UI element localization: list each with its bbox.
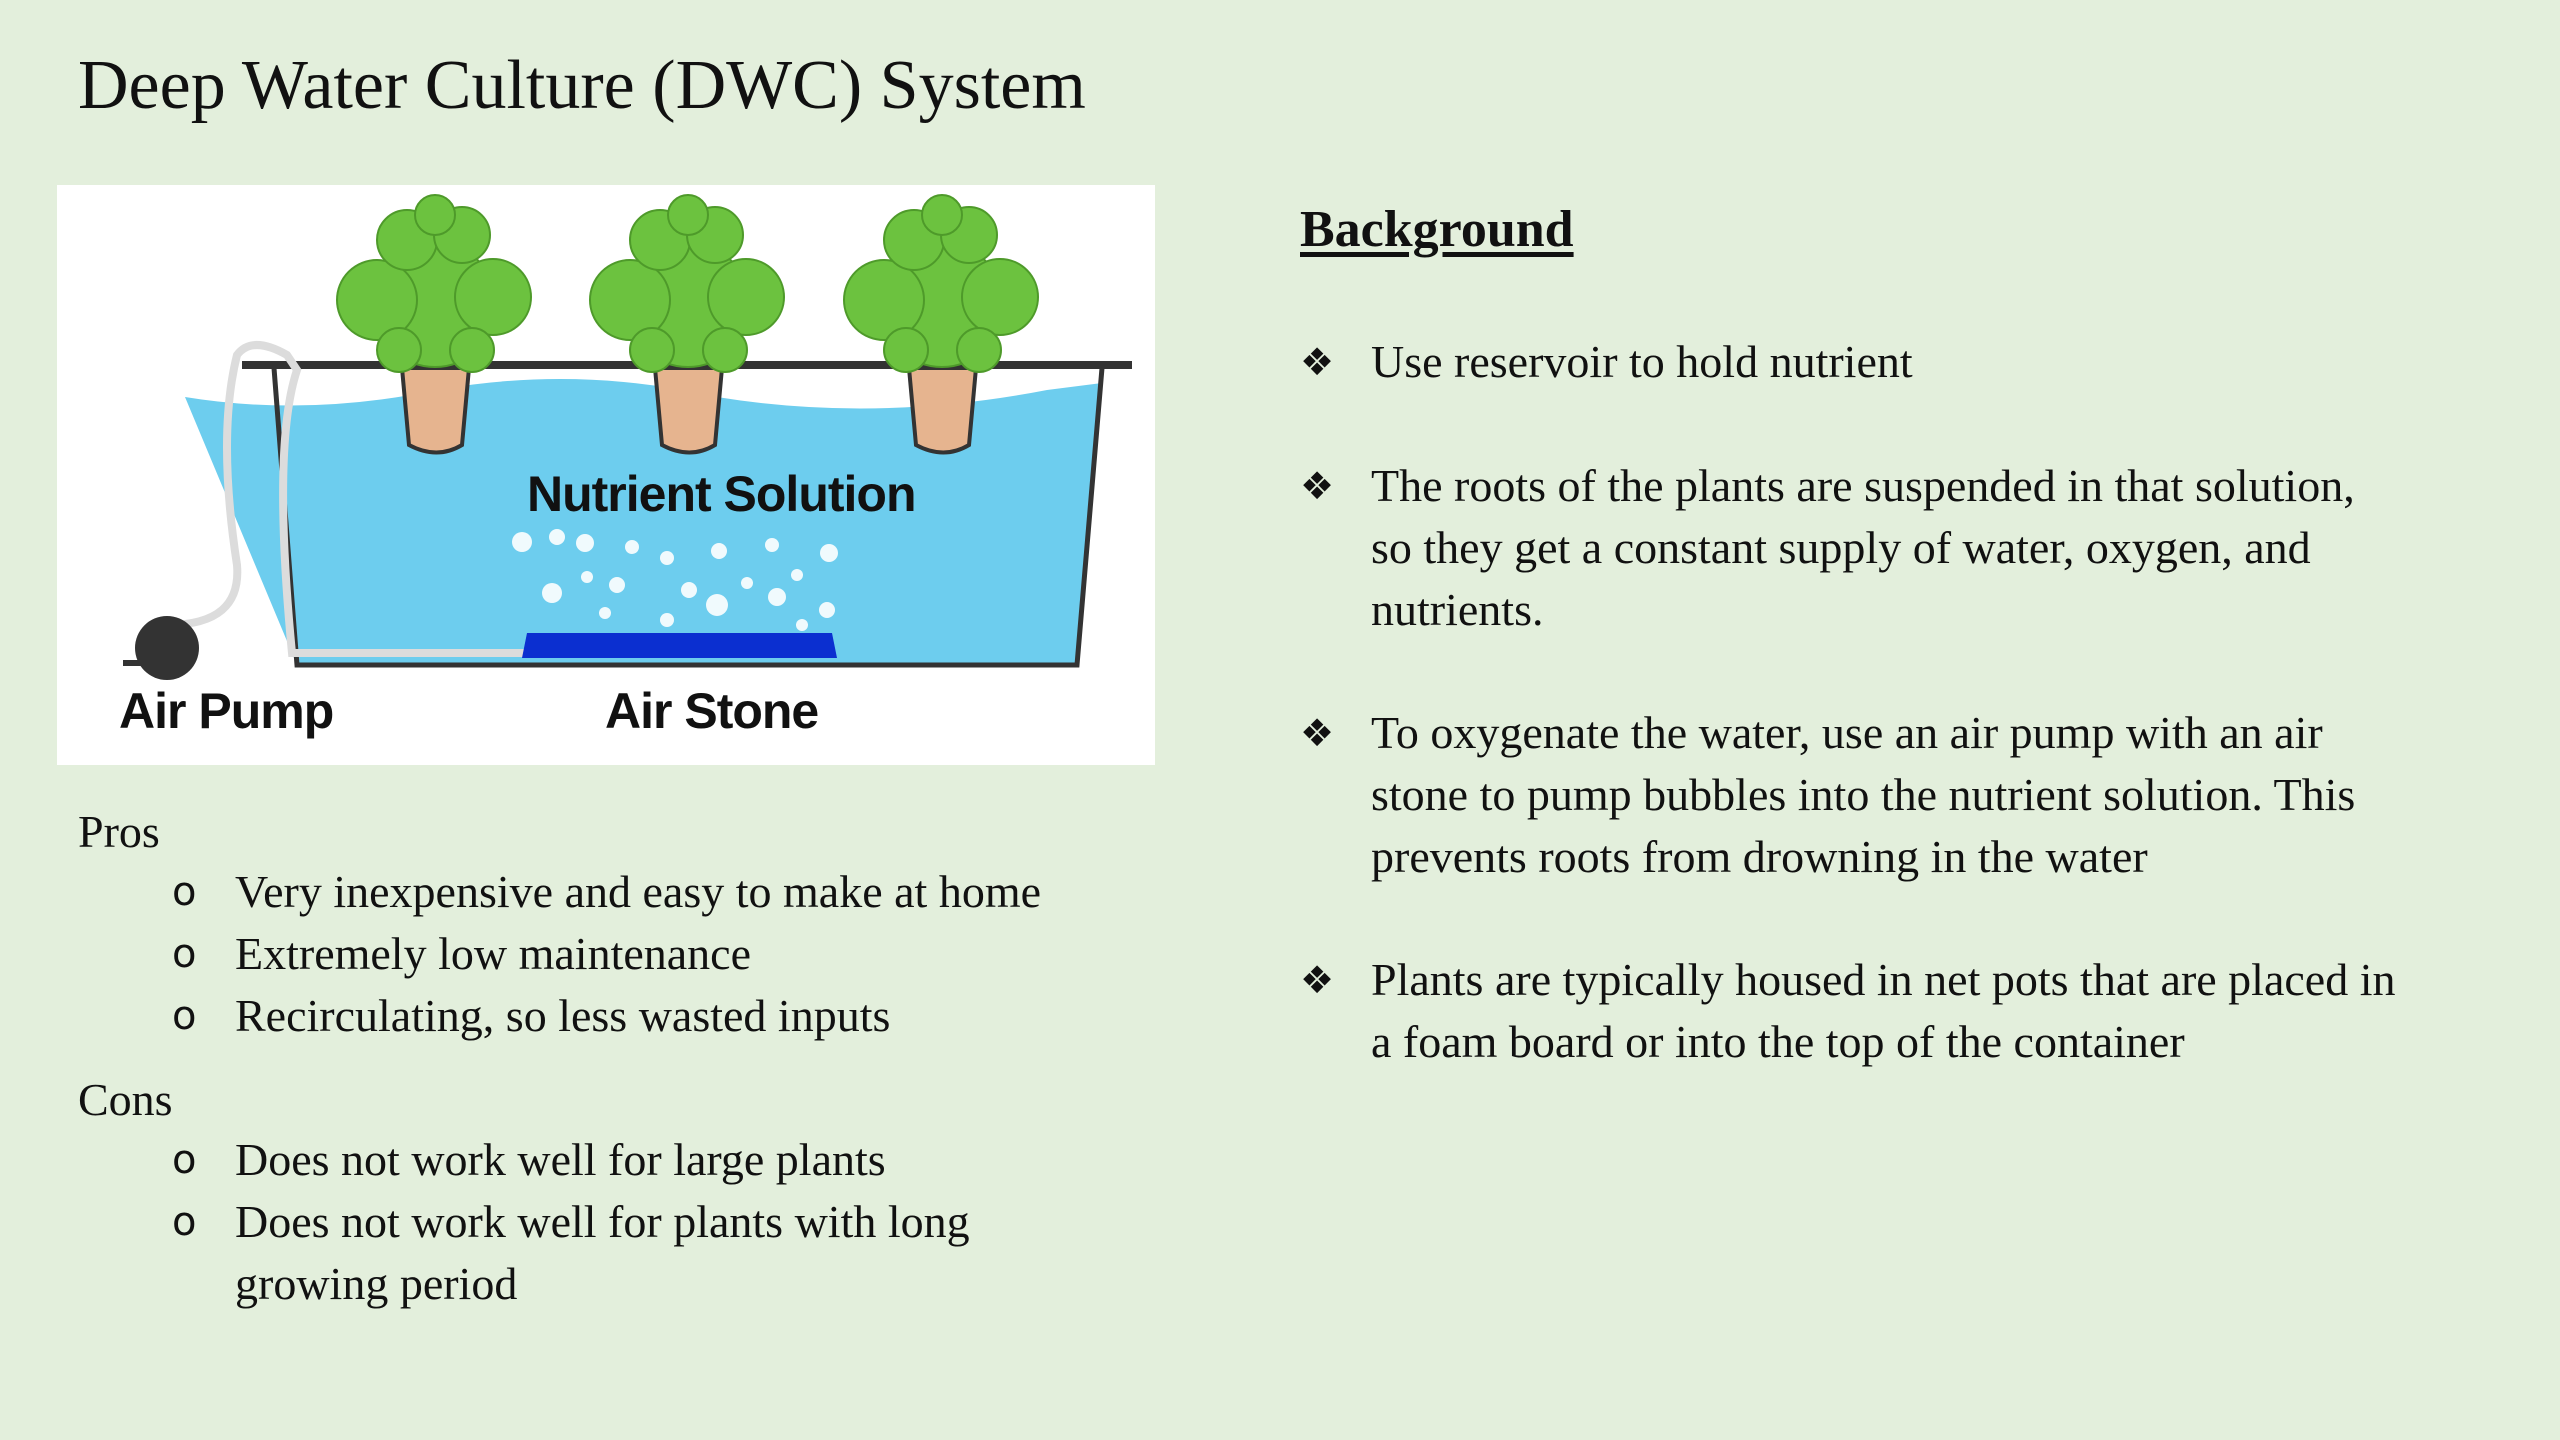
list-item: o Extremely low maintenance	[160, 923, 1041, 985]
air-stone-label: Air Stone	[605, 683, 819, 739]
circle-bullet-icon: o	[172, 1137, 197, 1183]
dwc-illustration	[123, 194, 1132, 680]
air-pump-label: Air Pump	[119, 683, 334, 739]
nutrient-water	[185, 379, 1102, 665]
background-item-text: To oxygenate the water, use an air pump …	[1371, 707, 2356, 882]
net-pots	[399, 366, 979, 455]
diamond-bullet-icon: ❖	[1300, 958, 1335, 1002]
list-item: o Does not work well for large plants	[160, 1129, 1110, 1191]
lettuce-plants	[336, 194, 1039, 373]
nutrient-solution-label: Nutrient Solution	[527, 466, 916, 522]
circle-bullet-icon: o	[172, 931, 197, 977]
pros-item-text: Recirculating, so less wasted inputs	[235, 990, 891, 1041]
background-item-text: Plants are typically housed in net pots …	[1371, 954, 2396, 1067]
diamond-bullet-icon: ❖	[1300, 711, 1335, 755]
cons-item-text: Does not work well for large plants	[235, 1134, 886, 1185]
air-pump-body	[135, 616, 199, 680]
background-item: ❖ To oxygenate the water, use an air pum…	[1300, 702, 2400, 888]
background-item-text: Use reservoir to hold nutrient	[1371, 336, 1913, 387]
air-pump-base	[123, 660, 153, 666]
background-item-text: The roots of the plants are suspended in…	[1371, 460, 2355, 635]
circle-bullet-icon: o	[172, 869, 197, 915]
bubbles	[512, 529, 838, 631]
list-item: o Very inexpensive and easy to make at ho…	[160, 861, 1041, 923]
dwc-diagram: Nutrient Solution Air Pump Air Stone	[57, 185, 1155, 765]
background-item: ❖ The roots of the plants are suspended …	[1300, 455, 2400, 641]
pros-item-text: Extremely low maintenance	[235, 928, 752, 979]
cons-item-text: Does not work well for plants with long …	[235, 1196, 970, 1309]
cons-heading: Cons	[78, 1074, 173, 1125]
air-stone	[522, 633, 837, 658]
pros-item-text: Very inexpensive and easy to make at hom…	[235, 866, 1042, 917]
circle-bullet-icon: o	[172, 993, 197, 1039]
air-tube	[166, 341, 527, 657]
slide-title: Deep Water Culture (DWC) System	[78, 47, 1086, 124]
pros-list: o Very inexpensive and easy to make at ho…	[160, 861, 1041, 1047]
list-item: o Does not work well for plants with long…	[160, 1191, 1110, 1315]
circle-bullet-icon: o	[172, 1199, 197, 1245]
list-item: o Recirculating, so less wasted inputs	[160, 985, 1041, 1047]
background-heading: Background	[1300, 201, 1574, 258]
background-item: ❖ Plants are typically housed in net pot…	[1300, 949, 2400, 1073]
diamond-bullet-icon: ❖	[1300, 340, 1335, 384]
diamond-bullet-icon: ❖	[1300, 464, 1335, 508]
pros-heading: Pros	[78, 806, 160, 857]
background-item: ❖ Use reservoir to hold nutrient	[1300, 331, 2400, 393]
